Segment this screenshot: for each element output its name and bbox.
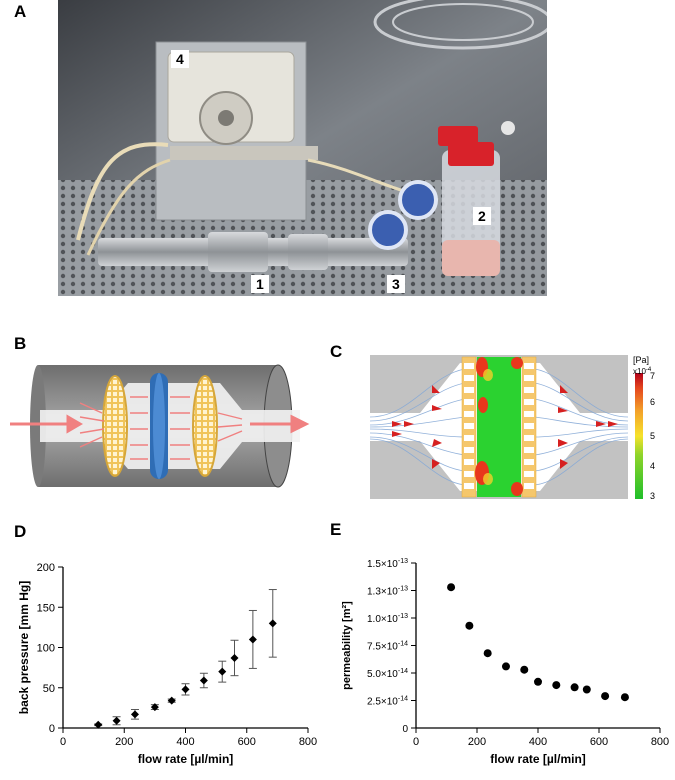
colorbar-tick: 6: [650, 397, 655, 407]
photo-label-2: 2: [473, 207, 491, 225]
data-point: [620, 693, 629, 702]
data-point: [199, 676, 208, 685]
y-tick-label: 150: [37, 602, 55, 614]
y-tick-label: 5.0×10-14: [367, 668, 408, 680]
x-axis-label: flow rate [µl/min]: [138, 752, 234, 766]
x-tick-label: 400: [176, 736, 194, 748]
y-tick-label: 1.0×10-13: [367, 613, 408, 625]
y-tick-label: 1.3×10-13: [367, 586, 408, 598]
y-tick-label: 200: [37, 562, 55, 574]
back-pressure-chart: 0 200 400 600 800 0 50 100 150 200 flow rate [µl/…: [17, 562, 318, 766]
flow-chamber-schematic: [10, 364, 310, 488]
data-point: [582, 685, 591, 694]
colorbar-tick: 5: [650, 431, 655, 441]
data-point: [483, 649, 492, 658]
panel-label-a: A: [14, 2, 27, 21]
experimental-setup-photo: 4 2 1 3: [58, 0, 547, 296]
y-tick-label: 7.5×10-14: [367, 641, 408, 653]
colorbar-tick: 7: [650, 371, 655, 381]
x-axis-label: flow rate [µl/min]: [490, 752, 586, 766]
y-tick-label: 100: [37, 643, 55, 655]
panel-label-b: B: [14, 334, 27, 353]
data-point: [552, 681, 561, 690]
data-point: [268, 619, 277, 628]
y-tick-label: 0: [402, 724, 408, 735]
x-tick-label: 800: [299, 736, 317, 748]
x-tick-label: 400: [529, 736, 547, 748]
photo-label-4: 4: [171, 50, 189, 68]
data-point: [465, 621, 474, 630]
chart-marks: [447, 583, 629, 702]
photo-label-1: 1: [251, 275, 269, 293]
y-tick-label: 2.5×10-14: [367, 696, 408, 708]
data-point: [167, 696, 176, 705]
data-point: [130, 710, 139, 719]
data-point: [520, 665, 529, 674]
data-point: [447, 583, 456, 592]
x-tick-label: 600: [238, 736, 256, 748]
data-point: [601, 692, 610, 701]
setup-photo-drawing: [58, 0, 547, 296]
x-tick-label: 0: [60, 736, 66, 748]
photo-label-3: 3: [387, 275, 405, 293]
x-tick-label: 600: [590, 736, 608, 748]
colorbar-unit: [Pa]: [633, 355, 649, 365]
y-axis-label: back pressure [mm Hg]: [17, 581, 31, 714]
colorbar-tick: 3: [650, 491, 655, 501]
panel-label-e: E: [330, 520, 342, 539]
data-point: [501, 662, 510, 671]
data-point: [94, 720, 103, 729]
flow-channel: [40, 383, 300, 469]
y-axis-label: permeability [m²]: [341, 601, 353, 690]
x-tick-label: 800: [651, 736, 669, 748]
chart-axes: 0 200 400 600 800 0 50 100 150 200: [37, 562, 318, 748]
data-point: [230, 653, 239, 662]
data-point: [248, 635, 257, 644]
colorbar-scale: x10-4: [633, 367, 652, 376]
y-tick-label: 50: [43, 683, 55, 695]
panel-label-c: C: [330, 342, 343, 361]
data-point: [534, 677, 542, 686]
panel-label-d: D: [14, 522, 27, 541]
chart-axes: 0 200 400 600 800 0 2.5×10-14 5.0×10-14 7.5×10-1…: [367, 558, 669, 748]
x-tick-label: 0: [413, 736, 419, 748]
shear-stress-simulation: [Pa] x10-4 7 6 5 4 3: [370, 355, 655, 501]
x-tick-label: 200: [468, 736, 486, 748]
data-point: [570, 683, 579, 692]
y-tick-label: 0: [49, 723, 55, 735]
colorbar-tick: 4: [650, 461, 655, 471]
colorbar: [635, 373, 643, 499]
support-mesh-right: [192, 375, 218, 477]
y-tick-label: 1.5×10-13: [367, 558, 408, 570]
data-point: [150, 703, 159, 712]
support-mesh-left: [102, 375, 128, 477]
data-point: [181, 685, 190, 694]
chart-marks: [94, 589, 277, 729]
data-point: [218, 667, 227, 676]
data-point: [112, 716, 121, 725]
x-tick-label: 200: [115, 736, 133, 748]
permeability-chart: 0 200 400 600 800 0 2.5×10-14 5.0×10-14 7.5×10-1…: [341, 558, 669, 766]
